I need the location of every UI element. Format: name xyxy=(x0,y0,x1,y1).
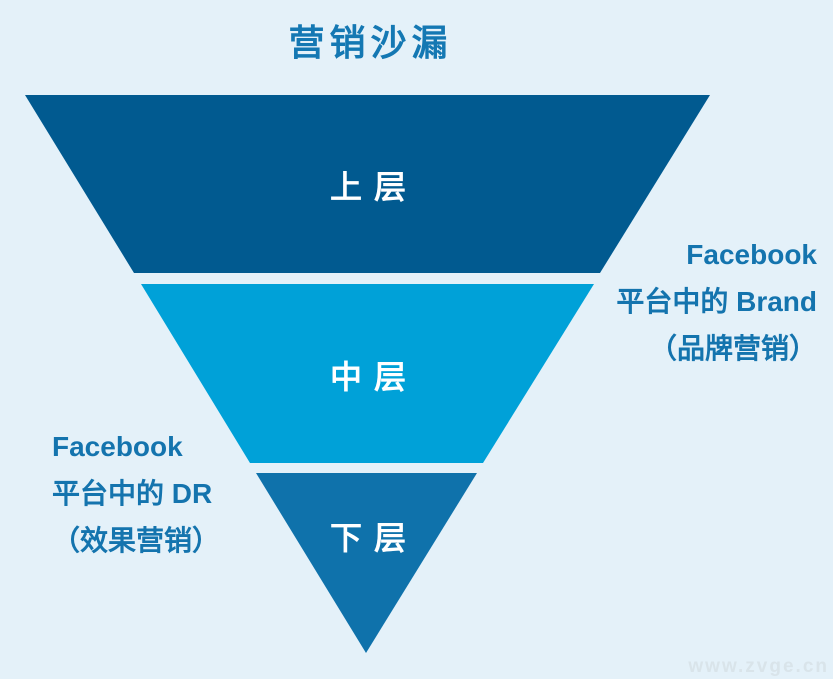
funnel-bottom-layer-shape xyxy=(256,473,477,653)
watermark: www.zvge.cn xyxy=(688,656,829,677)
annotation-dr-line-1: Facebook xyxy=(52,431,183,462)
annotation-brand-line-3: （品牌营销） xyxy=(648,333,817,364)
funnel-top-layer-label: 上层 xyxy=(329,169,418,205)
funnel-middle-layer-shape xyxy=(141,284,594,463)
annotation-dr-marketing: Facebook 平台中的 DR （效果营销） xyxy=(52,423,220,564)
funnel-middle-layer-label: 中层 xyxy=(329,359,418,395)
annotation-brand-marketing: Facebook 平台中的 Brand （品牌营销） xyxy=(616,231,817,372)
annotation-brand-line-1: Facebook xyxy=(686,239,817,270)
funnel-bottom-layer-label: 下层 xyxy=(329,520,418,556)
diagram-title: 营销沙漏 xyxy=(288,22,453,63)
annotation-dr-line-2: 平台中的 DR xyxy=(52,478,213,509)
funnel-top-layer-shape xyxy=(25,95,710,273)
annotation-dr-line-3: （效果营销） xyxy=(52,525,221,556)
annotation-brand-line-2: 平台中的 Brand xyxy=(616,286,817,317)
